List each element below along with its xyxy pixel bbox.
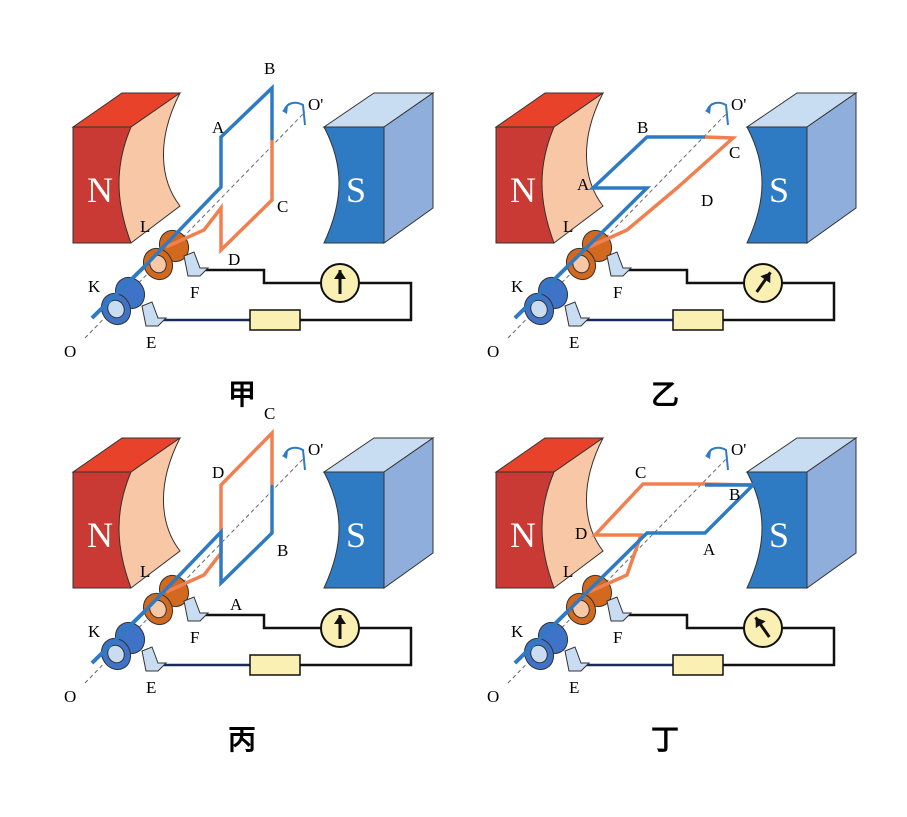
label-l: L — [563, 562, 573, 581]
label-k: K — [88, 277, 101, 296]
panel-apparatus — [494, 436, 858, 685]
coil-half-orange — [588, 135, 738, 249]
label-point-a: A — [230, 595, 243, 614]
label-point-c: C — [729, 143, 740, 162]
label-o: O — [64, 687, 76, 706]
coil-half-orange — [165, 140, 274, 255]
meter-needle-head — [334, 270, 346, 279]
meter-needle-head — [334, 615, 346, 624]
label-o-prime: O' — [308, 95, 323, 114]
label-point-b: B — [264, 59, 275, 78]
label-o-prime: O' — [731, 440, 746, 459]
label-e: E — [146, 678, 156, 697]
label-point-a: A — [703, 540, 716, 559]
label-o: O — [487, 687, 499, 706]
coil-half-blue — [90, 83, 274, 320]
label-o: O — [487, 342, 499, 361]
coil-half-blue — [513, 135, 705, 320]
label-point-c: C — [264, 404, 275, 423]
label-point-c: C — [277, 197, 288, 216]
label-l: L — [563, 217, 573, 236]
label-point-a: A — [577, 175, 590, 194]
panel-apparatus — [494, 91, 858, 340]
panel-caption: 甲 — [228, 380, 256, 411]
meter-needle-head — [760, 272, 771, 284]
label-point-d: D — [575, 524, 587, 543]
panel-3: N S A B C D L K F E O O' 丙 — [64, 404, 435, 756]
label-f: F — [190, 283, 199, 302]
label-point-d: D — [228, 250, 240, 269]
label-n-pole: N — [87, 515, 113, 555]
label-e: E — [146, 333, 156, 352]
label-s-pole: S — [769, 515, 789, 555]
meter-needle-head — [755, 617, 766, 629]
label-o-prime: O' — [731, 95, 746, 114]
label-n-pole: N — [510, 515, 536, 555]
coil-half-blue — [90, 485, 274, 665]
label-l: L — [140, 562, 150, 581]
label-point-b: B — [637, 118, 648, 137]
label-s-pole: S — [346, 515, 366, 555]
label-point-c: C — [635, 463, 646, 482]
label-s-pole: S — [769, 170, 789, 210]
label-f: F — [613, 283, 622, 302]
label-point-d: D — [212, 463, 224, 482]
label-k: K — [511, 277, 524, 296]
panel-caption: 丙 — [228, 725, 256, 756]
panel-1: N S A B C D L K F E O O' 甲 — [64, 59, 435, 411]
panel-4: N S A B C DL K F E O O' 丁 — [487, 436, 858, 756]
panel-caption: 乙 — [651, 380, 679, 411]
label-f: F — [190, 628, 199, 647]
label-k: K — [511, 622, 524, 641]
panel-apparatus — [71, 436, 435, 685]
label-e: E — [569, 678, 579, 697]
label-o: O — [64, 342, 76, 361]
label-n-pole: N — [87, 170, 113, 210]
label-point-d: D — [701, 191, 713, 210]
label-point-b: B — [729, 485, 740, 504]
label-f: F — [613, 628, 622, 647]
label-o-prime: O' — [308, 440, 323, 459]
coil-half-orange — [165, 428, 274, 594]
panel-caption: 丁 — [651, 725, 679, 756]
label-s-pole: S — [346, 170, 366, 210]
coil-half-blue — [513, 483, 758, 665]
panel-2: N S A B C D L K F E O O' 乙 — [487, 91, 858, 411]
label-e: E — [569, 333, 579, 352]
label-n-pole: N — [510, 170, 536, 210]
label-l: L — [140, 217, 150, 236]
panel-apparatus — [71, 91, 435, 340]
label-point-a: A — [212, 118, 225, 137]
label-point-b: B — [277, 541, 288, 560]
label-k: K — [88, 622, 101, 641]
